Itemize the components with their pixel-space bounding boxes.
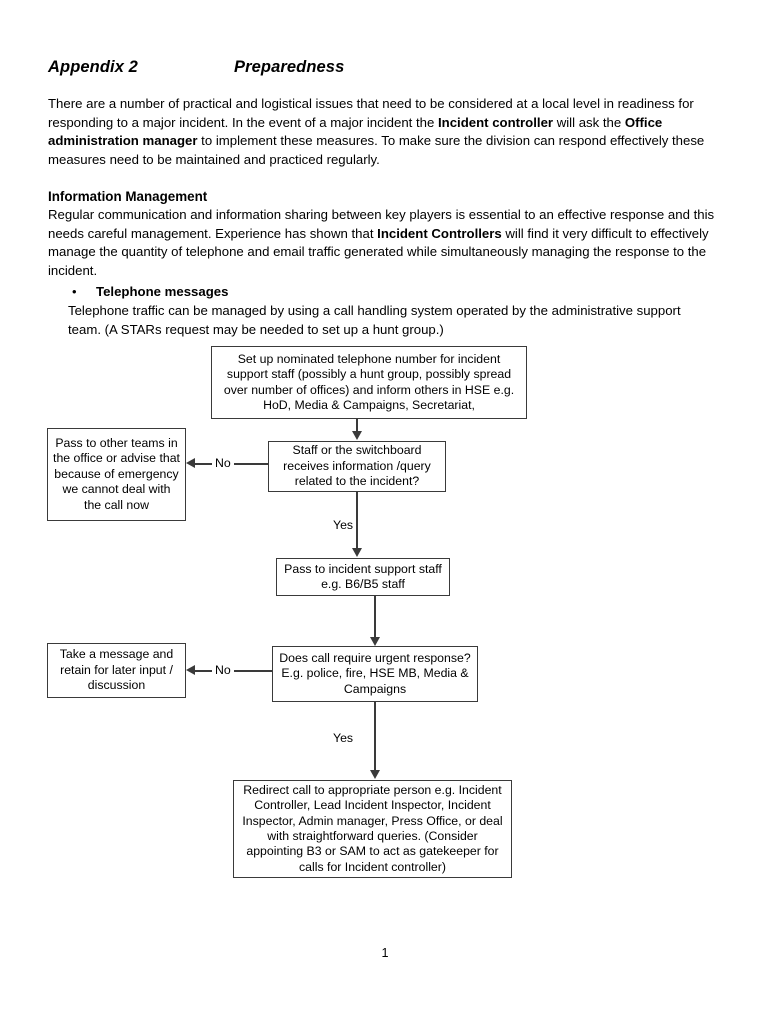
edge-label-no-1: No [212,456,234,470]
bullet-body-text: Telephone traffic can be managed by usin… [68,303,681,337]
intro-text-1: There are a number of practical and logi… [48,96,694,130]
page-title: Appendix 2 Preparedness [48,58,708,82]
flow-box-setup-telephone-number: Set up nominated telephone number for in… [211,346,527,419]
page-number: 1 [381,946,389,960]
arrow-setup-to-receives [351,431,362,440]
intro-paragraph: There are a number of practical and logi… [48,95,730,169]
flow-box-receives-information: Staff or the switchboard receives inform… [268,441,446,492]
connector-receives-yes-branch [356,492,358,549]
bullet-label: Telephone messages [96,284,229,299]
flow-box-urgent-response-question: Does call require urgent response? E.g. … [272,646,478,702]
flow-box-redirect-call: Redirect call to appropriate person e.g.… [233,780,512,878]
connector-pass-staff-to-urgent [374,596,376,638]
flow-box-urgent-response-text: Does call require urgent response? E.g. … [279,650,471,696]
connector-setup-to-receives [356,419,358,432]
flow-box-setup-text: Set up nominated telephone number for in… [223,351,515,412]
edge-label-yes-1: Yes [330,518,357,532]
section-heading-information-management: Information Management [48,189,208,204]
arrow-pass-staff-to-urgent [369,637,380,646]
flow-box-pass-to-other-teams: Pass to other teams in the office or adv… [47,428,186,521]
intro-text-3: to implement these measures. To make sur… [48,133,705,167]
flow-box-pass-to-other-teams-text: Pass to other teams in the office or adv… [53,435,180,512]
arrow-receives-yes-branch [351,548,362,557]
arrow-receives-no-branch [186,458,195,468]
flow-box-take-a-message: Take a message and retain for later inpu… [47,643,186,698]
flow-box-pass-to-incident-support-text: Pass to incident support staff e.g. B6/B… [284,561,442,591]
flow-box-receives-text: Staff or the switchboard receives inform… [283,443,431,489]
info-text-1: Regular communication and information sh… [48,207,715,241]
info-bold-incident-controllers: Incident Controllers [377,225,502,241]
intro-bold-incident-controller: Incident controller [438,114,554,130]
intro-bold-office-admin-manager: Office administration manager [48,114,663,149]
info-text-2: will find it very difficult to effective… [48,225,709,278]
flow-box-take-a-message-text: Take a message and retain for later inpu… [59,647,174,693]
connector-urgent-yes-branch [374,702,376,771]
title-subject: Preparedness [234,58,345,76]
arrow-urgent-no-branch [186,665,195,675]
title-appendix: Appendix 2 [48,58,138,76]
edge-label-no-2: No [212,663,234,677]
bullet-dot-icon: • [72,284,77,299]
flow-box-redirect-call-text: Redirect call to appropriate person e.g.… [242,782,503,874]
intro-text-2: will ask the [553,114,625,130]
edge-label-yes-2: Yes [330,731,357,745]
information-management-paragraph: Regular communication and information sh… [48,206,724,280]
flow-box-pass-to-incident-support: Pass to incident support staff e.g. B6/B… [276,558,450,596]
arrow-urgent-yes-branch [369,770,380,779]
